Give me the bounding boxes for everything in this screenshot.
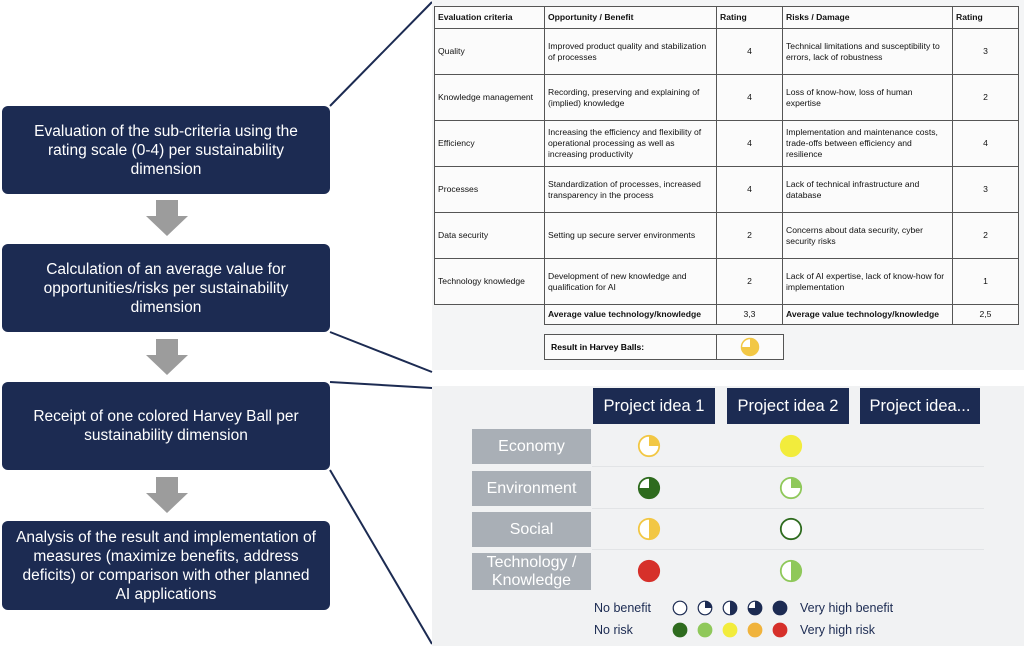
result-label: Result in Harvey Balls: [545, 335, 717, 359]
down-arrow-icon [146, 339, 188, 375]
criterion-cell: Quality [434, 28, 545, 75]
dimension-technology-knowledge: Technology / Knowledge [472, 553, 591, 590]
table-row: Knowledge management Recording, preservi… [434, 74, 1019, 121]
opp-rating-cell: 4 [716, 28, 783, 75]
flow-step-average: Calculation of an average value for oppo… [2, 244, 330, 332]
harvey-ball-icon [779, 476, 803, 500]
harvey-ball-icon [779, 559, 803, 583]
table-row: Quality Improved product quality and sta… [434, 28, 1019, 75]
opp-rating-cell: 4 [716, 74, 783, 121]
avg-opp-label: Average value technology/knowledge [544, 304, 717, 325]
opp-rating-cell: 4 [716, 120, 783, 167]
header-opp-rating: Rating [716, 6, 783, 29]
risk-rating-cell: 1 [952, 258, 1019, 305]
result-ball-cell [717, 335, 783, 359]
risk-cell: Loss of know-how, loss of human expertis… [782, 74, 953, 121]
legend-very-high-benefit: Very high benefit [800, 601, 894, 615]
opportunity-cell: Increasing the efficiency and flexibilit… [544, 120, 717, 167]
legend-benefit-ball-icon [697, 600, 713, 616]
legend-no-benefit: No benefit [594, 601, 651, 615]
harvey-ball-icon [779, 517, 803, 541]
legend-risk-ball-icon [772, 622, 788, 638]
legend-risk-ball-icon [672, 622, 688, 638]
flow-step-text: Receipt of one colored Harvey Ball per s… [33, 408, 299, 444]
opportunity-cell: Recording, preserving and explaining of … [544, 74, 717, 121]
project-header-2: Project idea 2 [727, 388, 849, 424]
legend-risk-ball-icon [747, 622, 763, 638]
harvey-ball-icon [637, 434, 661, 458]
down-arrow-icon [146, 200, 188, 236]
opp-rating-cell: 2 [716, 212, 783, 259]
flow-step-evaluation: Evaluation of the sub-criteria using the… [2, 106, 330, 194]
avg-risk-label: Average value technology/knowledge [782, 304, 953, 325]
legend-no-risk: No risk [594, 623, 633, 637]
legend-benefit-ball-icon [747, 600, 763, 616]
harvey-ball-icon [779, 434, 803, 458]
table-row: Technology knowledge Development of new … [434, 258, 1019, 305]
flow-step-harvey-ball: Receipt of one colored Harvey Ball per s… [2, 382, 330, 470]
header-criteria: Evaluation criteria [434, 6, 545, 29]
table-row: Data security Setting up secure server e… [434, 212, 1019, 259]
risk-cell: Implementation and maintenance costs, tr… [782, 120, 953, 167]
result-harvey-ball-icon [740, 337, 760, 357]
harvey-ball-icon [637, 517, 661, 541]
criterion-cell: Technology knowledge [434, 258, 545, 305]
legend-very-high-risk: Very high risk [800, 623, 876, 637]
opportunity-cell: Standardization of processes, increased … [544, 166, 717, 213]
header-risk-rating: Rating [952, 6, 1019, 29]
opportunity-cell: Improved product quality and stabilizati… [544, 28, 717, 75]
legend-benefit-ball-icon [772, 600, 788, 616]
risk-rating-cell: 4 [952, 120, 1019, 167]
evaluation-table: Evaluation criteria Opportunity / Benefi… [434, 6, 1019, 325]
opp-rating-cell: 2 [716, 258, 783, 305]
harvey-ball-icon [637, 476, 661, 500]
flow-step-text: Evaluation of the sub-criteria using the… [34, 122, 298, 178]
risk-cell: Technical limitations and susceptibility… [782, 28, 953, 75]
risk-rating-cell: 3 [952, 28, 1019, 75]
dimension-economy: Economy [472, 429, 591, 464]
legend-benefit-ball-icon [722, 600, 738, 616]
risk-rating-cell: 2 [952, 212, 1019, 259]
flow-step-text: Calculation of an average value for oppo… [43, 260, 289, 316]
legend-risk-ball-icon [697, 622, 713, 638]
criterion-cell: Knowledge management [434, 74, 545, 121]
row-divider [592, 549, 984, 550]
header-risk: Risks / Damage [782, 6, 953, 29]
flow-step-analysis: Analysis of the result and implementatio… [2, 521, 330, 610]
project-header-1: Project idea 1 [593, 388, 715, 424]
table-row: Efficiency Increasing the efficiency and… [434, 120, 1019, 167]
criterion-cell: Efficiency [434, 120, 545, 167]
dimension-environment: Environment [472, 471, 591, 506]
criterion-cell: Data security [434, 212, 545, 259]
risk-cell: Concerns about data security, cyber secu… [782, 212, 953, 259]
opportunity-cell: Development of new knowledge and qualifi… [544, 258, 717, 305]
average-row: Average value technology/knowledge 3,3 A… [435, 304, 1019, 325]
risk-cell: Lack of AI expertise, lack of know-how f… [782, 258, 953, 305]
harvey-ball-result-box: Result in Harvey Balls: [544, 334, 784, 360]
down-arrow-icon [146, 477, 188, 513]
risk-cell: Lack of technical infrastructure and dat… [782, 166, 953, 213]
row-divider [592, 508, 984, 509]
legend-benefit-ball-icon [672, 600, 688, 616]
project-header-3: Project idea... [860, 388, 980, 424]
criterion-cell: Processes [434, 166, 545, 213]
evaluation-table-panel: Evaluation criteria Opportunity / Benefi… [432, 0, 1024, 370]
opp-rating-cell: 4 [716, 166, 783, 213]
harvey-ball-icon [637, 559, 661, 583]
flow-step-text: Analysis of the result and implementatio… [16, 528, 316, 603]
opportunity-cell: Setting up secure server environments [544, 212, 717, 259]
avg-risk-value: 2,5 [952, 304, 1019, 325]
blank-cell [435, 305, 545, 325]
table-row: Processes Standardization of processes, … [434, 166, 1019, 213]
risk-rating-cell: 2 [952, 74, 1019, 121]
risk-rating-cell: 3 [952, 166, 1019, 213]
harvey-ball-matrix: Project idea 1 Project idea 2 Project id… [432, 386, 1024, 646]
dimension-social: Social [472, 512, 591, 547]
row-divider [592, 466, 984, 467]
header-opportunity: Opportunity / Benefit [544, 6, 717, 29]
legend-risk-ball-icon [722, 622, 738, 638]
avg-opp-value: 3,3 [716, 304, 783, 325]
